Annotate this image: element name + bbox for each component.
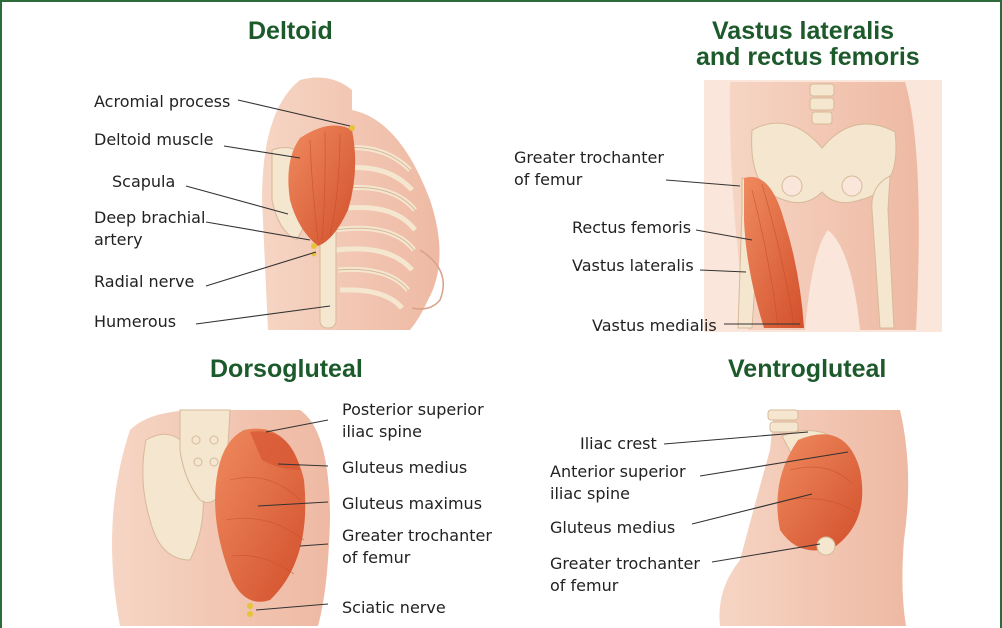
label-gluteus-medius-2: Gluteus medius bbox=[550, 518, 675, 537]
label-vastus-medialis: Vastus medialis bbox=[592, 316, 717, 335]
label-of-femur-2: of femur bbox=[342, 548, 410, 567]
label-humerous: Humerous bbox=[94, 312, 176, 331]
dorsogluteal-title: Dorsogluteal bbox=[210, 356, 363, 382]
ventrogluteal-title: Ventrogluteal bbox=[728, 356, 886, 382]
label-of-femur-3: of femur bbox=[550, 576, 618, 595]
label-gluteus-maximus: Gluteus maximus bbox=[342, 494, 482, 513]
label-posterior-superior: Posterior superior bbox=[342, 400, 484, 419]
label-iliac-spine-1: iliac spine bbox=[342, 422, 422, 441]
deltoid-illustration bbox=[186, 78, 443, 330]
label-radial-nerve: Radial nerve bbox=[94, 272, 194, 291]
ventrogluteal-illustration bbox=[664, 410, 908, 626]
label-iliac-crest: Iliac crest bbox=[580, 434, 657, 453]
label-greater-trochanter-1: Greater trochanter bbox=[514, 148, 664, 167]
dorsogluteal-illustration bbox=[112, 410, 330, 626]
label-anterior-superior: Anterior superior bbox=[550, 462, 686, 481]
label-of-femur-1: of femur bbox=[514, 170, 582, 189]
vastus-title-line1: Vastus lateralis bbox=[712, 18, 894, 44]
label-deltoid-muscle: Deltoid muscle bbox=[94, 130, 214, 149]
deltoid-title: Deltoid bbox=[248, 18, 333, 44]
label-vastus-lateralis: Vastus lateralis bbox=[572, 256, 694, 275]
label-acromial-process: Acromial process bbox=[94, 92, 230, 111]
vastus-title-line2: and rectus femoris bbox=[696, 44, 920, 70]
label-greater-trochanter-3: Greater trochanter bbox=[550, 554, 700, 573]
label-artery: artery bbox=[94, 230, 143, 249]
vastus-illustration bbox=[666, 80, 942, 332]
label-iliac-spine-2: iliac spine bbox=[550, 484, 630, 503]
label-deep-brachial: Deep brachial bbox=[94, 208, 205, 227]
label-sciatic-nerve: Sciatic nerve bbox=[342, 598, 446, 617]
label-rectus-femoris: Rectus femoris bbox=[572, 218, 691, 237]
label-gluteus-medius-1: Gluteus medius bbox=[342, 458, 467, 477]
label-scapula: Scapula bbox=[112, 172, 175, 191]
label-greater-trochanter-2: Greater trochanter bbox=[342, 526, 492, 545]
